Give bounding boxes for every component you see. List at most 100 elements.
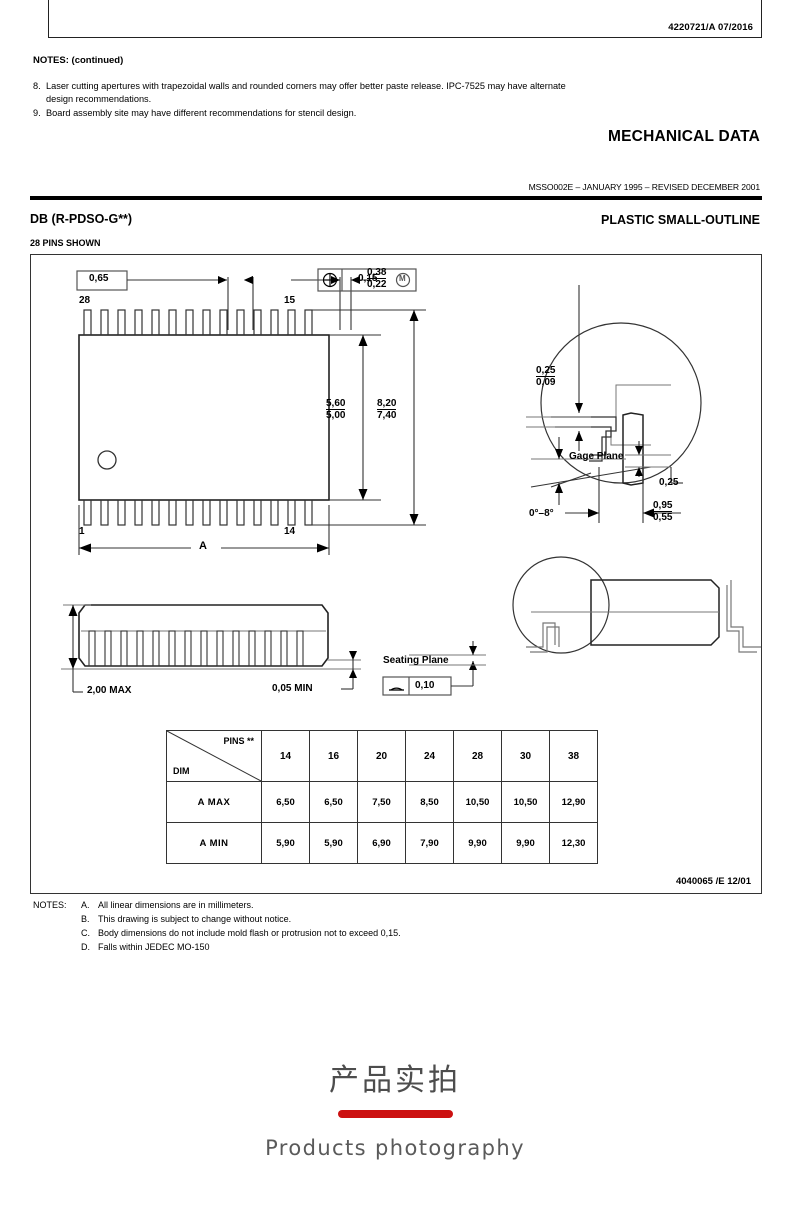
column-header: 16 (309, 730, 358, 782)
pin-number-15: 15 (284, 295, 296, 306)
notes-continued-list: 8. Laser cutting apertures with trapezoi… (33, 80, 753, 120)
column-header: 38 (549, 730, 598, 782)
table-cell: 9,90 (501, 822, 550, 864)
height-max-label: 2,00 MAX (87, 685, 132, 696)
note-letter: D. (81, 941, 90, 952)
note-number: 8. (33, 81, 41, 91)
note-item-continuation: design recommendations. (33, 93, 753, 106)
package-type: PLASTIC SMALL-OUTLINE (600, 213, 760, 227)
note-text: Laser cutting apertures with trapezoidal… (46, 81, 566, 91)
table-cell: 7,90 (405, 822, 454, 864)
pins-shown-label: 28 PINS SHOWN (30, 238, 101, 248)
table-cell: 7,50 (357, 781, 406, 823)
gdt-modifier-label: M (399, 274, 406, 283)
note-text-line2: design recommendations. (46, 94, 152, 105)
standoff-min-label: 0,05 MIN (272, 683, 313, 694)
lead-thickness-max: 0,25 (536, 365, 556, 377)
header-dim-label: DIM (173, 766, 190, 776)
length-dimension-label: A (199, 540, 207, 552)
table-cell: 9,90 (453, 822, 502, 864)
note-text: Board assembly site may have different r… (46, 107, 357, 118)
seating-plane-label: Seating Plane (383, 655, 449, 666)
overall-width-min: 7,40 (377, 410, 397, 421)
table-cell: 6,90 (357, 822, 406, 864)
note-item: B. This drawing is subject to change wit… (33, 913, 401, 927)
package-drawing-svg (61, 268, 761, 696)
note-number: 9. (33, 107, 41, 118)
table-cell: 8,50 (405, 781, 454, 823)
note-item: NOTES: A. All linear dimensions are in m… (33, 899, 401, 913)
gage-plane-label: Gage Plane (569, 451, 624, 462)
note-item: 9. Board assembly site may have differen… (33, 107, 753, 120)
previous-drawing-number: 4220721/A 07/2016 (668, 22, 753, 33)
corner-diagonal (167, 731, 261, 781)
lead-width-max: 0,38 (367, 267, 387, 279)
table-cell: 10,50 (501, 781, 550, 823)
overall-width-max: 8,20 (377, 398, 397, 410)
note-item: 8. Laser cutting apertures with trapezoi… (33, 80, 753, 93)
banner-underline-bar (337, 1110, 453, 1118)
overall-width-dimension: 8,20 7,40 (377, 398, 397, 421)
lead-thickness-min: 0,09 (536, 377, 556, 388)
previous-drawing-frame: 4220721/A 07/2016 (48, 0, 762, 38)
banner-english-title: Products photography (265, 1136, 525, 1160)
pitch-dimension-label: 0,65 (89, 273, 109, 284)
note-letter: B. (81, 913, 90, 924)
note-text: All linear dimensions are in millimeters… (98, 900, 254, 910)
lead-width-min: 0,22 (367, 279, 387, 290)
note-letter: A. (81, 900, 90, 910)
notes-spacer (33, 913, 81, 927)
mechanical-data-heading: MECHANICAL DATA (608, 128, 760, 145)
notes-continued-heading: NOTES: (continued) (33, 55, 124, 66)
body-width-max: 5,60 (326, 398, 346, 410)
gdt-tolerance-value: 0,15 (358, 273, 378, 284)
body-width-min: 5,00 (326, 410, 346, 421)
revision-line: MSSO002E – JANUARY 1995 – REVISED DECEMB… (528, 182, 761, 192)
table-cell: 10,50 (453, 781, 502, 823)
note-text: Body dimensions do not include mold flas… (98, 927, 401, 938)
table-row: A MAX 6,50 6,50 7,50 8,50 10,50 10,50 12… (166, 781, 598, 823)
pin-number-28: 28 (79, 295, 91, 306)
header-pins-label: PINS ** (223, 736, 254, 746)
notes-spacer (33, 927, 81, 941)
mechanical-drawing-frame: 0,65 0,38 0,22 0,15 M 28 15 1 14 5,60 5,… (30, 254, 762, 894)
table-cell: 12,90 (549, 781, 598, 823)
column-header: 24 (405, 730, 454, 782)
column-header: 20 (357, 730, 406, 782)
table-corner-header: PINS ** DIM (166, 730, 262, 782)
banner-chinese-title: 产品实拍 (329, 1063, 461, 1098)
lead-length-min: 0,55 (653, 512, 673, 523)
product-photography-banner: 产品实拍 Products photography (0, 1055, 790, 1160)
table-cell: 6,50 (309, 781, 358, 823)
pin-number-1: 1 (79, 526, 85, 537)
dimension-table: PINS ** DIM 14 16 20 24 28 30 38 A MAX 6… (166, 730, 598, 864)
gage-plane-offset-label: 0,25 (659, 477, 679, 488)
note-item: D. Falls within JEDEC MO-150 (33, 941, 401, 955)
table-row: A MIN 5,90 5,90 6,90 7,90 9,90 9,90 12,3… (166, 822, 598, 864)
table-cell: 12,30 (549, 822, 598, 864)
body-width-dimension: 5,60 5,00 (326, 398, 346, 421)
column-header: 14 (261, 730, 310, 782)
note-letter: C. (81, 927, 90, 938)
notes-heading: NOTES: (33, 900, 67, 910)
lead-thickness-dimension: 0,25 0,09 (536, 365, 556, 388)
note-text: This drawing is subject to change withou… (98, 913, 292, 924)
table-cell: 5,90 (261, 822, 310, 864)
column-header: 30 (501, 730, 550, 782)
row-label: A MIN (166, 822, 262, 864)
lead-width-dimension: 0,38 0,22 (367, 267, 387, 290)
note-text: Falls within JEDEC MO-150 (98, 941, 210, 952)
bottom-notes: NOTES: A. All linear dimensions are in m… (33, 899, 401, 955)
seating-plane-tolerance: 0,10 (415, 680, 435, 691)
section-rule (30, 196, 762, 200)
column-header: 28 (453, 730, 502, 782)
lead-angle-label: 0°–8° (529, 508, 554, 519)
lead-length-max: 0,95 (653, 500, 673, 512)
table-header-row: PINS ** DIM 14 16 20 24 28 30 38 (166, 730, 598, 782)
note-item: C. Body dimensions do not include mold f… (33, 927, 401, 941)
notes-spacer (33, 941, 81, 955)
lead-length-dimension: 0,95 0,55 (653, 500, 673, 523)
table-cell: 6,50 (261, 781, 310, 823)
pin-number-14: 14 (284, 526, 296, 537)
